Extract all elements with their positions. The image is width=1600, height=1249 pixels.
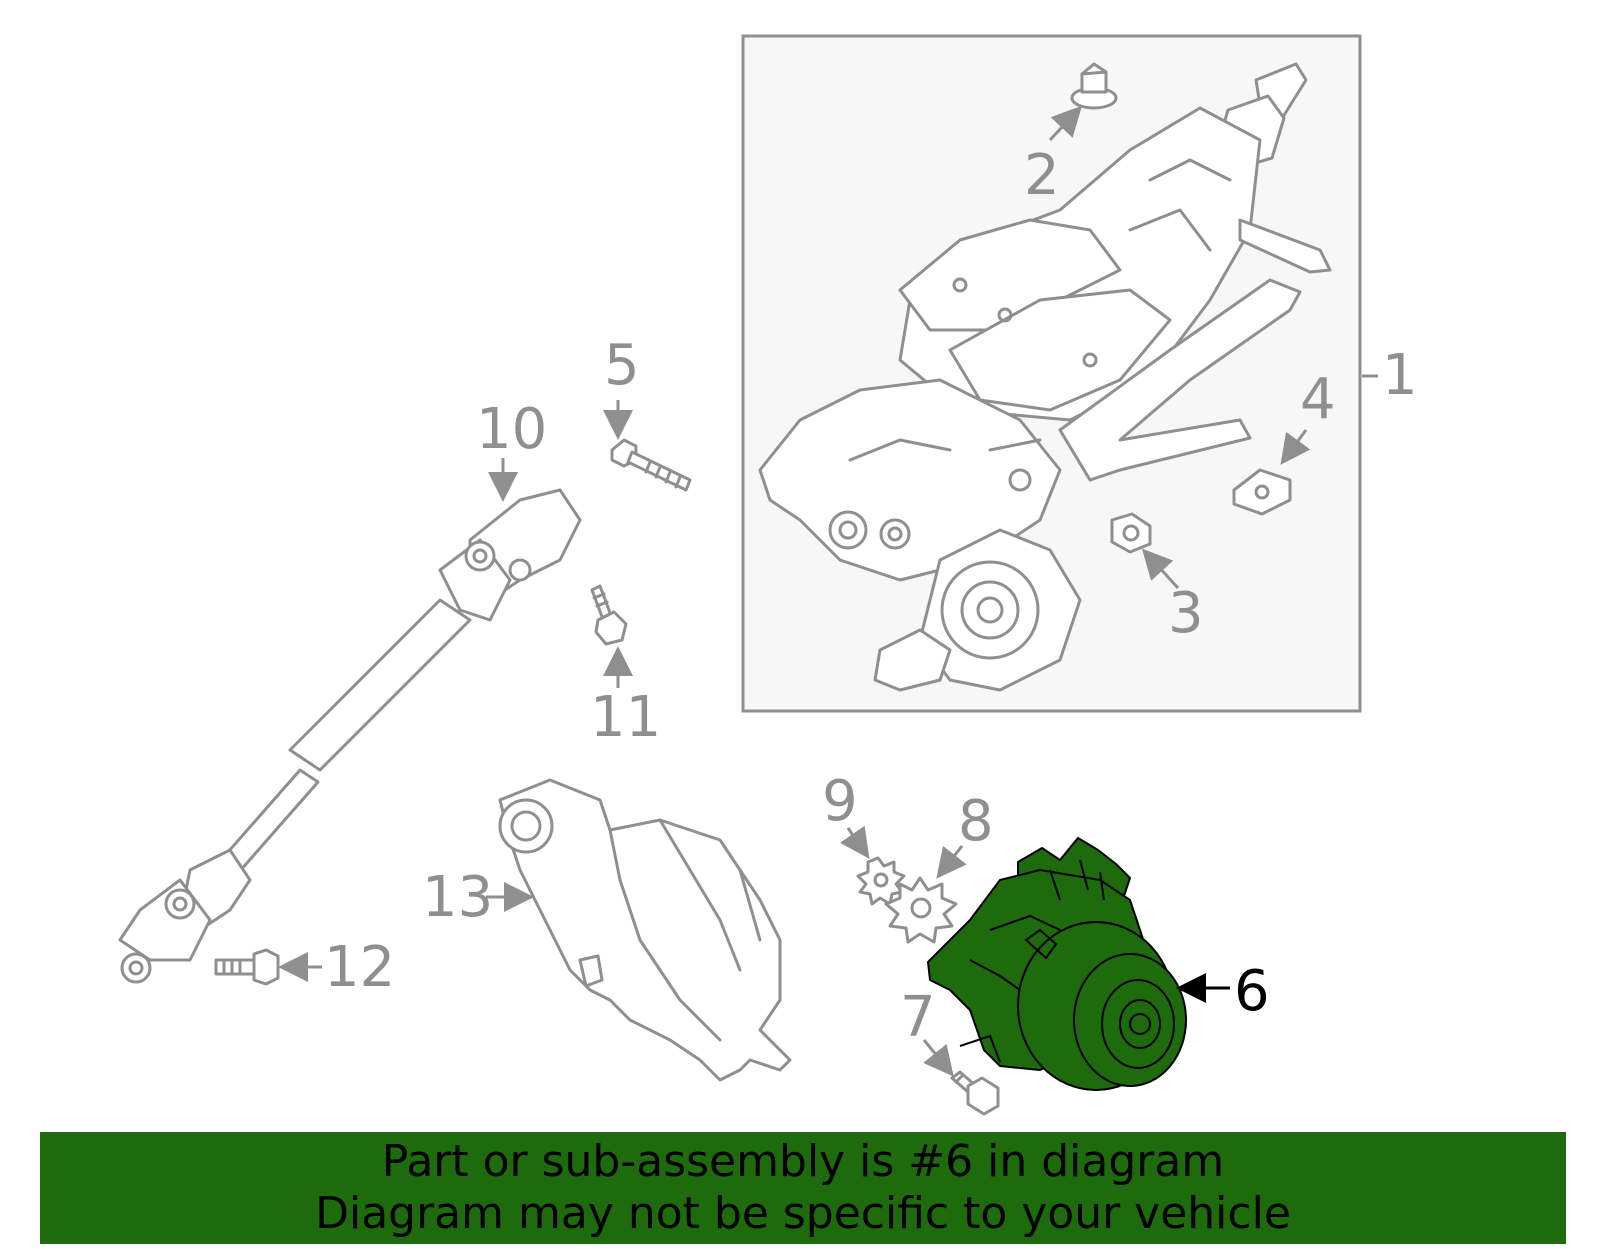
callout-2: 2 xyxy=(1024,143,1060,208)
steering-column-drawing xyxy=(758,62,1332,692)
part-8-washer-drawing xyxy=(884,876,958,944)
info-banner: Part or sub-assembly is #6 in diagram Di… xyxy=(40,1132,1566,1244)
part-9-washer-drawing xyxy=(856,856,906,906)
callout-9: 9 xyxy=(822,769,858,834)
part-10-intermediate-shaft-drawing xyxy=(118,488,582,984)
part-2-nut-drawing xyxy=(1070,62,1118,110)
part-4-clip-drawing xyxy=(1232,468,1292,516)
callout-3: 3 xyxy=(1168,581,1204,646)
callout-11: 11 xyxy=(590,685,661,750)
callout-6: 6 xyxy=(1234,959,1270,1024)
part-11-bolt-drawing xyxy=(590,584,628,646)
banner-line-1: Part or sub-assembly is #6 in diagram xyxy=(381,1136,1225,1187)
callout-12: 12 xyxy=(324,935,395,1000)
part-6-motor-highlighted xyxy=(927,837,1187,1091)
callout-5: 5 xyxy=(604,333,640,398)
part-12-bolt-drawing xyxy=(214,948,280,986)
callout-1: 1 xyxy=(1382,343,1418,408)
callout-7: 7 xyxy=(900,985,936,1050)
part-7-bolt-drawing xyxy=(950,1070,1000,1116)
banner-line-2: Diagram may not be specific to your vehi… xyxy=(315,1188,1291,1239)
callout-8: 8 xyxy=(958,789,994,854)
part-5-bolt-drawing xyxy=(610,438,692,492)
part-3-nut-drawing xyxy=(1110,512,1152,554)
part-13-cover-drawing xyxy=(498,778,792,1082)
callout-4: 4 xyxy=(1300,367,1336,432)
callout-13: 13 xyxy=(422,865,493,930)
callout-10: 10 xyxy=(476,397,547,462)
